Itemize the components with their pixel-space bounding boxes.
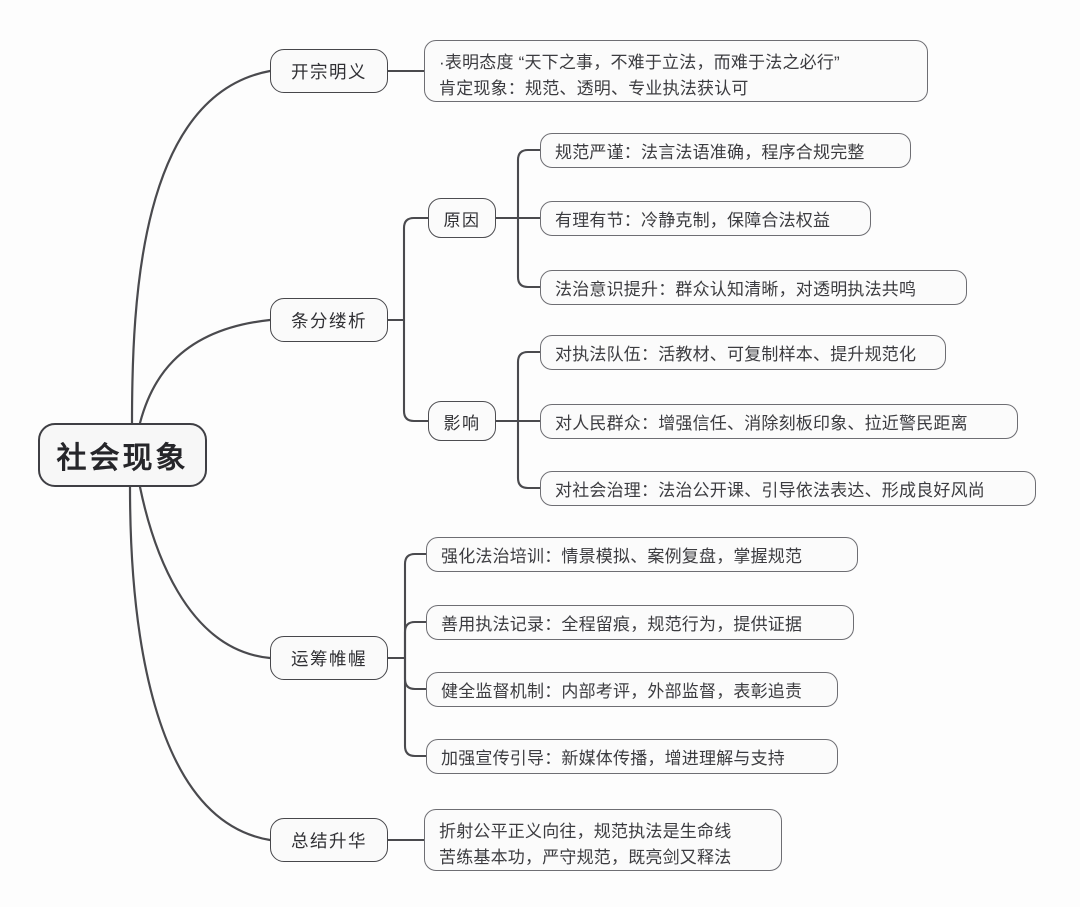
leaf-yunchou-2[interactable]: 健全监督机制：内部考评，外部监督，表彰追责 [426,672,838,707]
leaf-label: 善用执法记录：全程留痕，规范行为，提供证据 [441,615,803,634]
branch-label: 运筹帷幄 [291,648,367,669]
leaf-label: 规范严谨：法言法语准确，程序合规完整 [555,143,865,162]
edge-yingxiang-item-0 [516,350,542,423]
edge-b3-item-3 [403,656,428,758]
branch-label: 总结升华 [291,830,367,851]
content-line: 苦练基本功，严守规范，既亮剑又释法 [439,847,732,867]
branch-node-zongjieshenghua[interactable]: 总结升华 [270,818,388,862]
leaf-label: 对人民群众：增强信任、消除刻板印象、拉近警民距离 [555,414,968,433]
leaf-label: 强化法治培训：情景模拟、案例复盘，掌握规范 [441,547,803,566]
leaf-label: 健全监督机制：内部考评，外部监督，表彰追责 [441,682,803,701]
leaf-label: 对执法队伍：活教材、可复制样本、提升规范化 [555,345,917,364]
subbranch-label: 原因 [443,210,481,230]
leaf-yuanyin-1[interactable]: 有理有节：冷静克制，保障合法权益 [540,201,871,236]
edge-root-to-kaizongmingyi [130,69,272,425]
leaf-label: 法治意识提升：群众认知清晰，对透明执法共鸣 [555,280,917,299]
leaf-yuanyin-2[interactable]: 法治意识提升：群众认知清晰，对透明执法共鸣 [540,270,967,305]
leaf-yunchou-1[interactable]: 善用执法记录：全程留痕，规范行为，提供证据 [426,605,854,640]
content-box-kaizongmingyi[interactable]: ·表明态度 “天下之事，不难于立法，而难于法之必行” 肯定现象：规范、透明、专业… [424,40,928,102]
leaf-label: 加强宣传引导：新媒体传播，增进理解与支持 [441,749,785,768]
edge-b3-item-2 [403,656,428,691]
leaf-yuanyin-0[interactable]: 规范严谨：法言法语准确，程序合规完整 [540,133,911,168]
edge-root-to-zongjieshenghua [128,485,272,842]
edge-b2-to-yingxiang [402,318,430,423]
edge-root-to-tiaofenlouxi [138,318,272,425]
content-line: 肯定现象：规范、透明、专业执法获认可 [439,78,749,98]
branch-label: 开宗明义 [291,61,367,82]
edge-b3-item-0 [403,552,428,660]
content-box-zongjieshenghua[interactable]: 折射公平正义向往，规范执法是生命线 苦练基本功，严守规范，既亮剑又释法 [424,809,782,871]
branch-node-tiaofenlouxi[interactable]: 条分缕析 [270,298,388,342]
edge-root-to-yunchouweiwo [138,485,272,660]
leaf-yingxiang-1[interactable]: 对人民群众：增强信任、消除刻板印象、拉近警民距离 [540,404,1018,439]
edge-b2-to-yuanyin [402,216,430,322]
leaf-yunchou-0[interactable]: 强化法治培训：情景模拟、案例复盘，掌握规范 [426,537,858,572]
edge-b3-item-1 [403,620,428,660]
leaf-label: 对社会治理：法治公开课、引导依法表达、形成良好风尚 [555,481,985,500]
edge-yingxiang-item-2 [516,419,542,490]
content-line: ·表明态度 “天下之事，不难于立法，而难于法之必行” [439,53,840,72]
root-node-label: 社会现象 [56,442,189,475]
edge-yuanyin-item-2 [516,216,542,289]
subbranch-node-yuanyin[interactable]: 原因 [428,198,496,238]
content-line: 折射公平正义向往，规范执法是生命线 [439,822,732,841]
leaf-yingxiang-0[interactable]: 对执法队伍：活教材、可复制样本、提升规范化 [540,335,946,370]
leaf-yingxiang-2[interactable]: 对社会治理：法治公开课、引导依法表达、形成良好风尚 [540,471,1036,506]
subbranch-label: 影响 [443,413,481,433]
edge-yuanyin-item-0 [516,148,542,220]
branch-node-kaizongmingyi[interactable]: 开宗明义 [270,49,388,93]
branch-label: 条分缕析 [291,310,367,331]
leaf-yunchou-3[interactable]: 加强宣传引导：新媒体传播，增进理解与支持 [426,739,838,774]
branch-node-yunchouweiwo[interactable]: 运筹帷幄 [270,636,388,680]
root-node[interactable]: 社会现象 [38,423,207,487]
subbranch-node-yingxiang[interactable]: 影响 [428,401,496,441]
leaf-label: 有理有节：冷静克制，保障合法权益 [555,211,831,230]
